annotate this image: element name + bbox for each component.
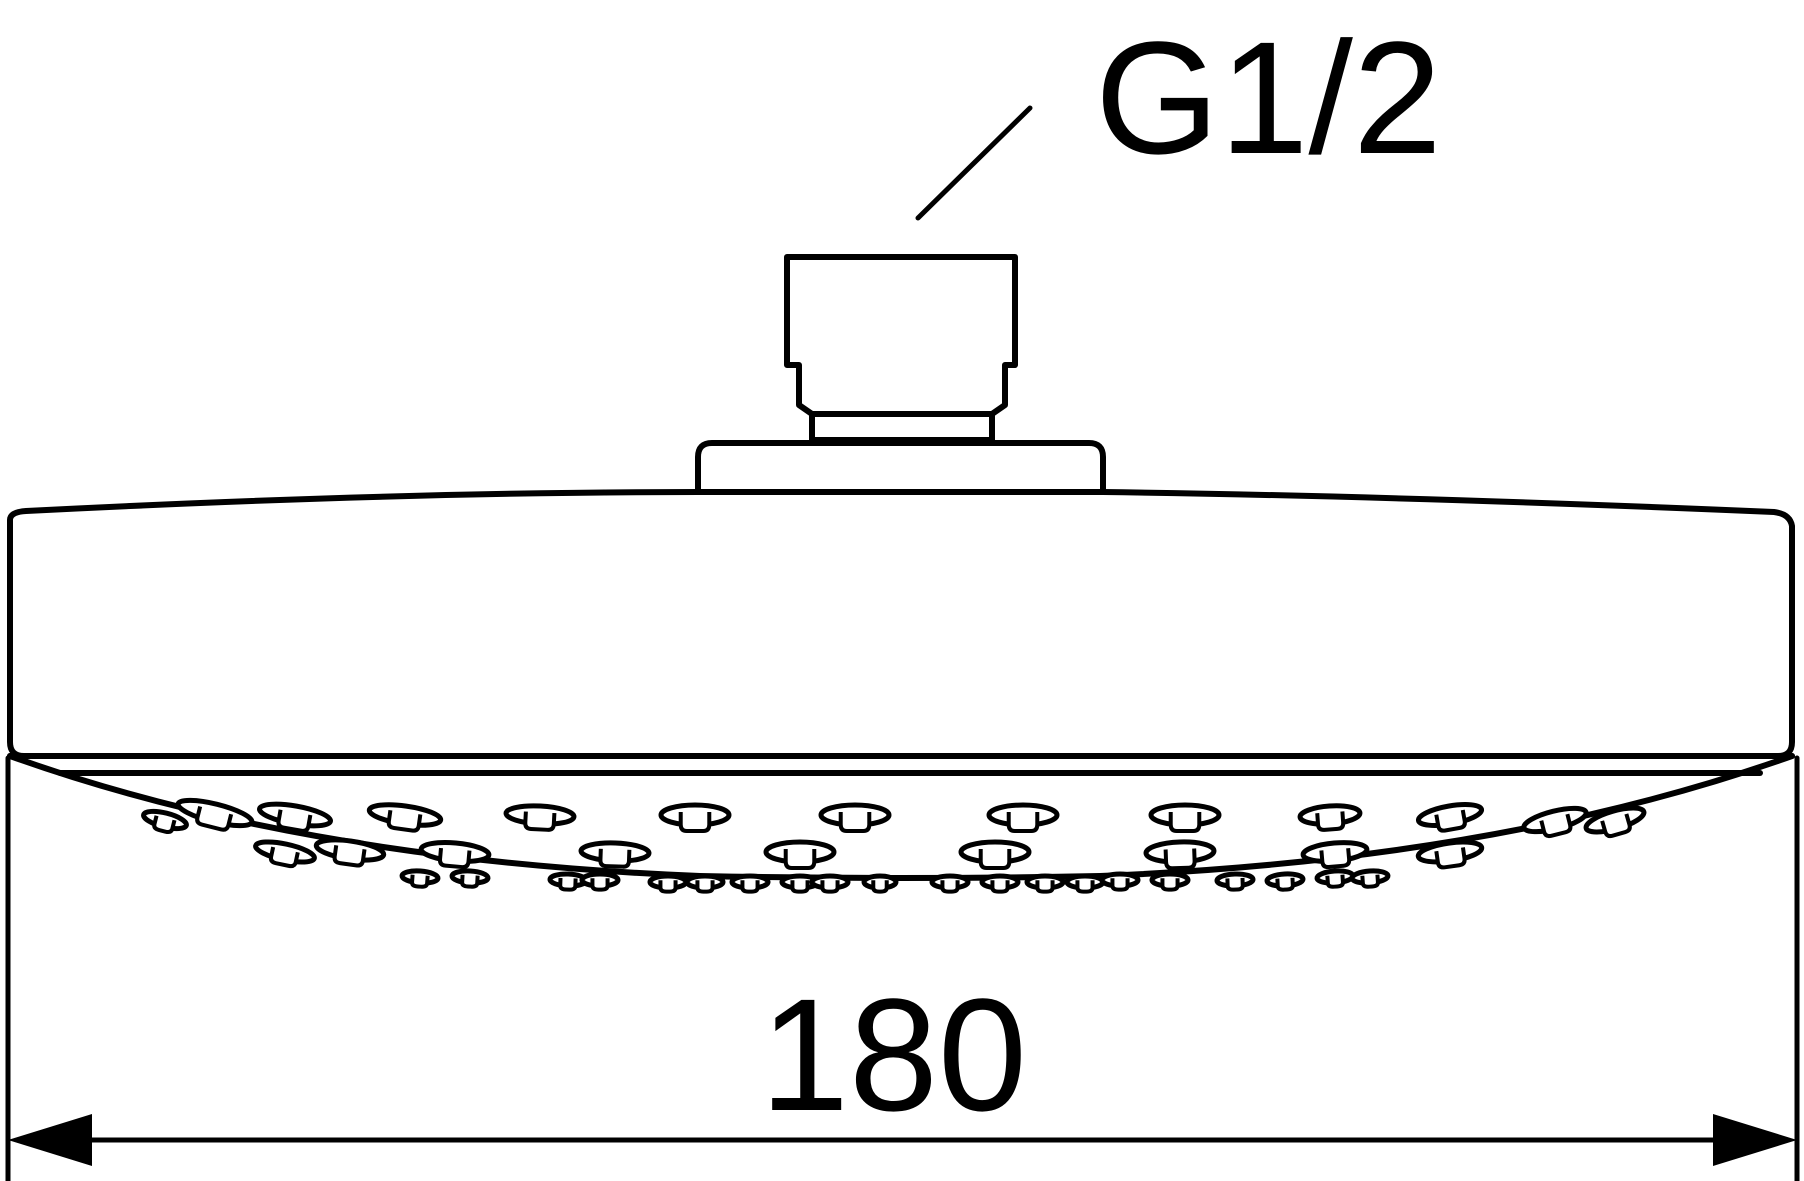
nozzle [1415,802,1485,833]
nozzle [1064,873,1106,894]
nozzle [647,873,689,894]
nozzle [658,802,732,833]
spray-face-outline [7,753,1795,881]
thread-leader-line [915,105,1033,221]
nozzle [418,840,492,870]
nozzle [399,868,441,889]
nozzle [729,873,771,894]
nozzle [1099,871,1141,892]
nozzle [1300,840,1370,870]
nozzle [253,839,317,869]
nozzle [1314,868,1356,889]
nozzle [503,803,577,832]
dimension-arrow-right [1713,1114,1797,1166]
nozzle [1264,871,1306,892]
mounting-boss [695,440,1106,495]
thread-size-label: G1/2 [1095,8,1442,187]
nozzle [1583,805,1647,839]
shower-head-body [7,489,1795,759]
nozzle [1149,871,1191,892]
nozzle [818,802,892,833]
nozzle [313,837,387,868]
spray-nozzles [141,797,1647,894]
nozzle [1415,839,1485,870]
width-dimension-label: 180 [760,965,1027,1144]
nozzle [579,871,621,892]
nozzle [141,808,189,835]
nozzle [175,797,255,832]
nozzle [779,873,821,894]
dimension-arrow-left [8,1114,92,1166]
nozzle [449,868,491,889]
nozzle [1148,802,1222,833]
nozzle [958,839,1032,870]
nozzle [257,801,333,833]
nozzle [986,802,1060,833]
nozzle [1297,803,1363,832]
nozzle [1521,805,1589,839]
nozzle [366,802,444,833]
nozzle [809,873,851,894]
nozzle [1143,839,1217,871]
nozzle [929,873,971,894]
nozzle [1349,868,1391,889]
nozzle [861,873,899,894]
nozzle [578,840,652,869]
nozzle [979,873,1021,894]
nozzle [684,873,726,894]
nozzle [763,839,837,870]
nozzle [1024,873,1066,894]
nozzle [1214,871,1256,892]
